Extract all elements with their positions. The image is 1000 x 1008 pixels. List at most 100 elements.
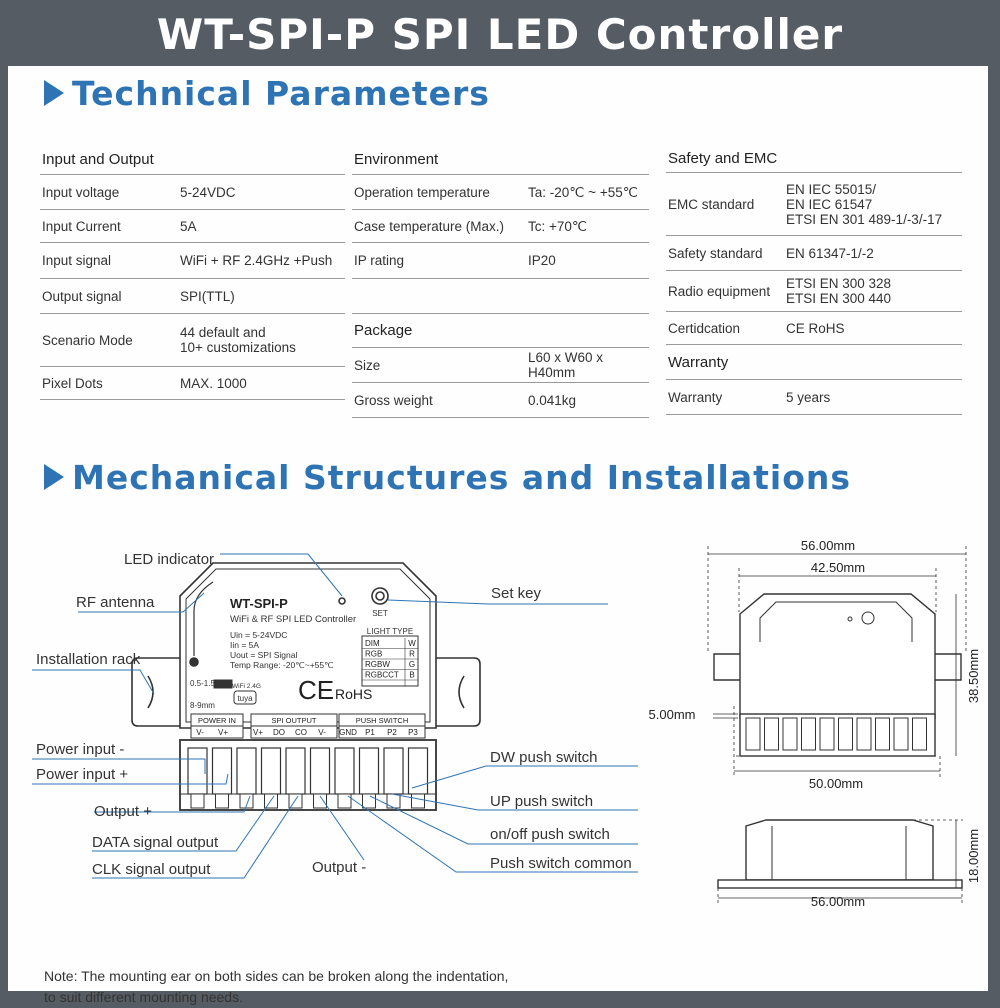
terminal-screw-slot — [190, 793, 205, 809]
table-heading: Package — [352, 313, 649, 348]
device-spec-0: Uin = 5-24VDC — [230, 630, 287, 640]
wire-gauge: 0.5-1.5mm² — [190, 679, 231, 688]
dim-led — [847, 616, 853, 622]
section-heading-mechanical: Mechanical Structures and Installations — [44, 458, 851, 497]
line-clk — [92, 795, 299, 879]
line-output-plus — [94, 795, 251, 813]
terminal-cell — [358, 747, 380, 795]
table-blank-row — [352, 278, 649, 314]
ce-mark: CE — [298, 675, 334, 705]
line-output-minus — [319, 795, 365, 861]
table-heading: Warranty — [666, 344, 962, 380]
dim-terminal-cell — [819, 717, 835, 751]
callout-push-common: Push switch common — [490, 855, 632, 872]
right-ear-slot — [458, 675, 465, 709]
terminal-screw-slot — [411, 793, 425, 809]
callout-data-signal: DATA signal output — [92, 834, 219, 851]
row-value: IP20 — [526, 242, 649, 279]
callout-up-push: UP push switch — [490, 793, 593, 810]
row-value: Ta: -20℃ ~ +55℃ — [526, 174, 649, 210]
row-value: 44 default and 10+ customizations — [178, 313, 345, 367]
light-type-code: W — [408, 639, 416, 648]
dimension-lines — [707, 546, 967, 778]
section-heading-technical: Technical Parameters — [44, 74, 490, 113]
row-label: Input voltage — [40, 174, 178, 210]
row-label: Safety standard — [666, 235, 784, 271]
table-row: Case temperature (Max.)Tc: +70℃ — [352, 209, 649, 243]
row-label: Operation temperature — [352, 174, 526, 210]
right-mounting-ear — [436, 657, 481, 727]
terminal-cell — [309, 747, 331, 795]
device-spec-3: Temp Range: -20℃~+55℃ — [230, 660, 334, 670]
row-label: Output signal — [40, 278, 178, 314]
callout-power-input-plus: Power input + — [36, 766, 128, 783]
set-key-inner — [375, 591, 385, 601]
table-heading: Safety and EMC — [666, 144, 962, 173]
table-heading-row: Warranty — [666, 344, 962, 380]
dim-terminal-cell — [912, 717, 927, 751]
line-push-common — [347, 795, 638, 873]
side-base — [717, 879, 963, 889]
device-subtitle: WiFi & RF SPI LED Controller — [230, 614, 356, 625]
line-rf-antenna — [78, 592, 205, 613]
set-key-button — [371, 587, 389, 605]
callout-power-input-minus: Power input - — [36, 741, 124, 758]
dim-terminal-cell — [745, 717, 761, 751]
dim-5-00: 5.00mm — [649, 707, 696, 722]
terminal-label: P1 — [365, 728, 375, 737]
row-label: Pixel Dots — [40, 366, 178, 400]
row-label: Warranty — [666, 379, 784, 415]
light-type-code: B — [409, 671, 414, 680]
row-value: Tc: +70℃ — [526, 209, 649, 243]
terminal-cell — [285, 747, 306, 795]
line-up — [391, 793, 638, 811]
light-type-box — [361, 635, 419, 687]
terminal-cell — [334, 747, 355, 795]
table-heading-row: Safety and EMC — [666, 144, 962, 173]
callout-lines — [32, 553, 638, 879]
row-label: Input signal — [40, 242, 178, 279]
row-value: CE RoHS — [784, 311, 962, 345]
row-label: Case temperature (Max.) — [352, 209, 526, 243]
callout-installation-rack: Installation rack — [36, 651, 141, 668]
strip-length: 8-9mm — [190, 701, 215, 710]
device-spec-2: Uout = SPI Signal — [230, 650, 297, 660]
terminal-label: GND — [339, 728, 357, 737]
line-installation-rack — [32, 669, 155, 695]
dim-56-bottom: 56.00mm — [811, 894, 865, 909]
side-body — [745, 819, 934, 881]
row-label: Size — [352, 347, 526, 383]
line-data — [92, 795, 275, 852]
callout-rf-antenna: RF antenna — [76, 594, 155, 611]
terminal-cell — [407, 747, 429, 795]
row-label: Gross weight — [352, 382, 526, 418]
dim-42-50: 42.50mm — [811, 560, 865, 575]
group-power-in: POWER IN — [198, 716, 236, 725]
section-heading-mechanical-text: Mechanical Structures and Installations — [72, 458, 852, 497]
line-onoff — [369, 795, 638, 845]
row-label: Radio equipment — [666, 270, 784, 312]
strip-length-icon — [213, 679, 233, 689]
callout-set-key: Set key — [491, 585, 542, 602]
dim-right-ear — [935, 653, 962, 681]
line-power-plus — [32, 773, 229, 785]
row-label: Certidcation — [666, 311, 784, 345]
terminal-label: CO — [295, 728, 307, 737]
terminal-label: V- — [318, 728, 326, 737]
dim-18-00: 18.00mm — [966, 829, 981, 883]
device-body — [179, 562, 437, 729]
group-push-switch: PUSH SWITCH — [356, 716, 409, 725]
